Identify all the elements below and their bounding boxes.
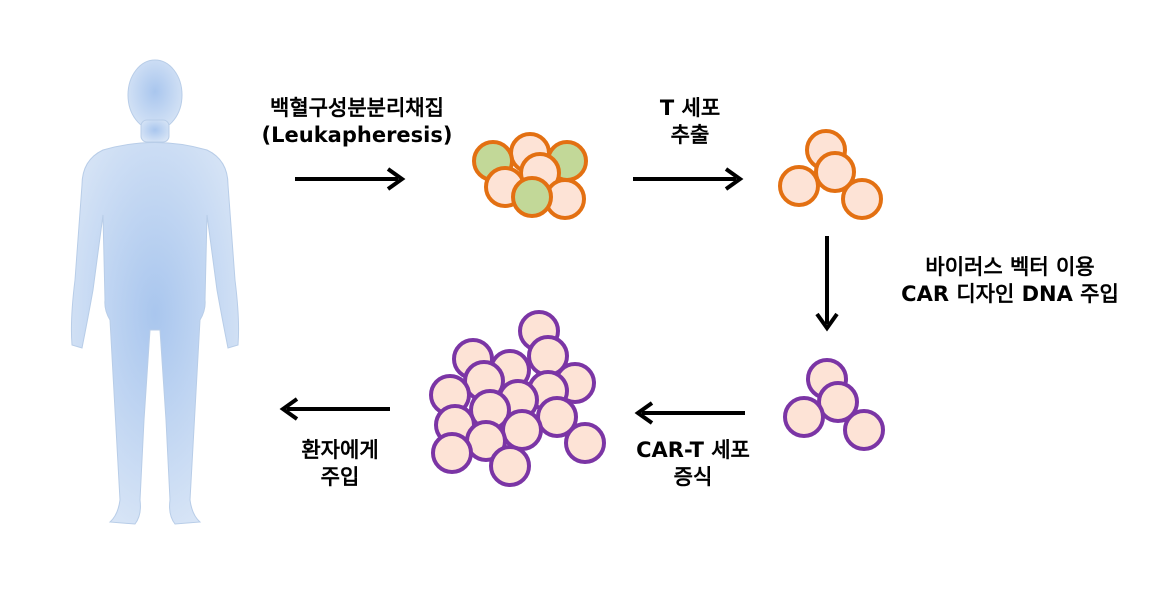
label-car-line2: CAR 디자인 DNA 주입 bbox=[901, 282, 1119, 306]
t-cell bbox=[841, 178, 883, 220]
label-expansion-line2: 증식 bbox=[673, 465, 713, 489]
car-t-cell bbox=[501, 409, 543, 451]
car-t-cells bbox=[783, 358, 885, 451]
label-expansion-line1: CAR-T 세포 bbox=[636, 438, 750, 462]
label-infusion-line2: 주입 bbox=[320, 465, 360, 489]
arrow-car-insertion bbox=[815, 236, 839, 332]
label-car-insertion: 바이러스 벡터 이용 CAR 디자인 DNA 주입 bbox=[862, 254, 1158, 308]
cell-groups bbox=[429, 129, 885, 487]
car-t-cell bbox=[817, 381, 859, 423]
arrow-leukapheresis bbox=[295, 167, 406, 191]
label-leukapheresis: 백혈구성분분리채집 (Leukapheresis) bbox=[232, 95, 482, 149]
mixed-blood-cells bbox=[472, 132, 588, 220]
patient-figure bbox=[70, 59, 240, 525]
t-cell bbox=[778, 165, 820, 207]
label-leukapheresis-line1: 백혈구성분분리채집 bbox=[270, 96, 444, 120]
label-t-cell-line2: 추출 bbox=[670, 123, 710, 147]
arrow-t-cell-extraction bbox=[633, 167, 744, 191]
label-t-cell-line1: T 세포 bbox=[659, 96, 721, 120]
arrow-patient-infusion bbox=[279, 397, 390, 421]
car-t-cell bbox=[843, 409, 885, 451]
arrow-car-t-expansion bbox=[634, 401, 745, 425]
label-t-cell-extraction: T 세포 추출 bbox=[630, 95, 750, 149]
label-leukapheresis-line2: (Leukapheresis) bbox=[261, 123, 453, 147]
car-t-cell bbox=[489, 445, 531, 487]
car-t-cell bbox=[564, 422, 606, 464]
label-car-line1: 바이러스 벡터 이용 bbox=[925, 255, 1095, 279]
car-t-cell bbox=[783, 396, 825, 438]
t-cell bbox=[814, 151, 856, 193]
car-t-cell bbox=[431, 432, 473, 474]
blood-cell bbox=[511, 176, 553, 218]
isolated-t-cells bbox=[778, 129, 883, 220]
process-arrows bbox=[279, 167, 839, 425]
label-infusion-line1: 환자에게 bbox=[301, 438, 379, 462]
label-car-t-expansion: CAR-T 세포 증식 bbox=[608, 437, 778, 491]
label-patient-infusion: 환자에게 주입 bbox=[280, 437, 400, 491]
expanded-car-t-cells bbox=[429, 310, 606, 487]
